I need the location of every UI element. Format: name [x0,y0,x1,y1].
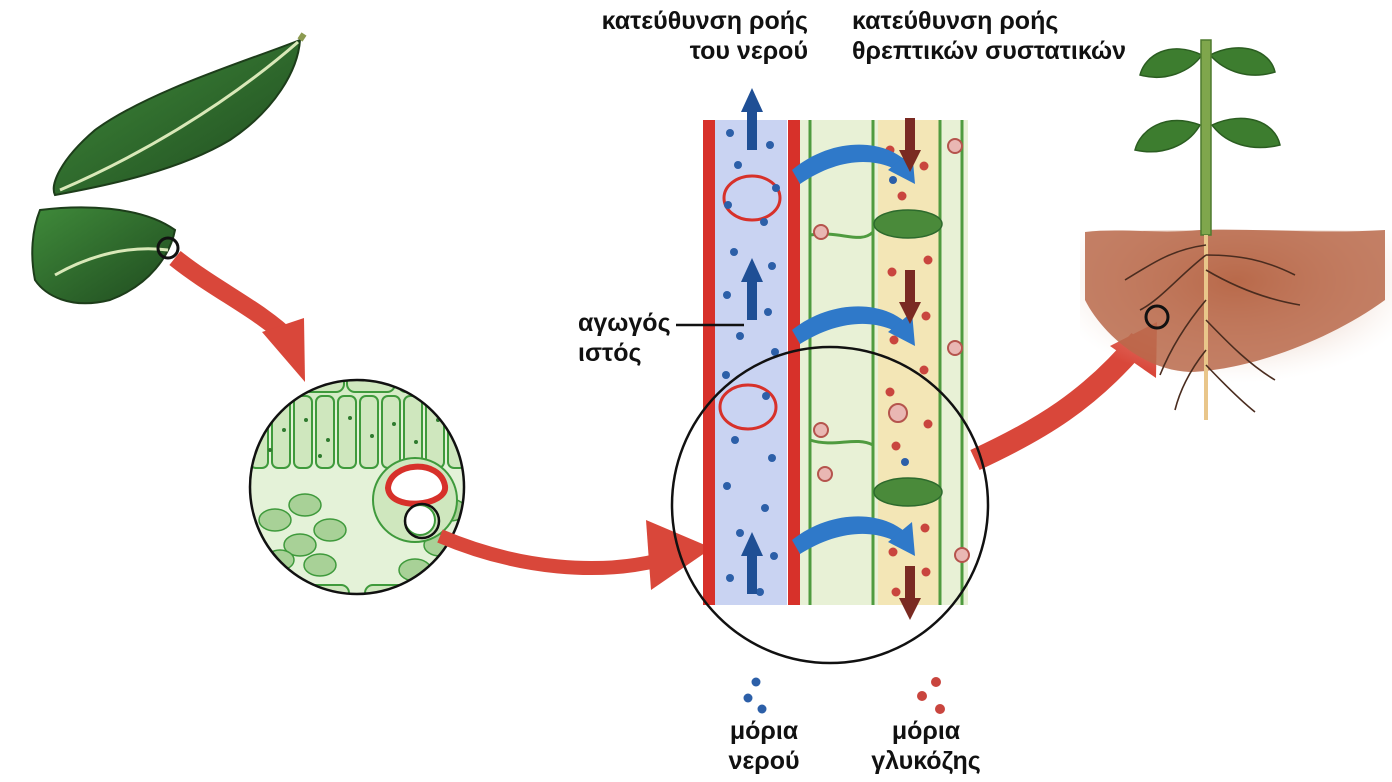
pointer-arrow-leaf [175,258,305,382]
water-flow-label: κατεύθυνση ροής του νερού [564,6,808,66]
vascular-tissue-label: αγωγός ιστός [578,308,678,368]
glucose-molecules-legend: μόρια γλυκόζης [860,668,992,778]
vascular-tissue [703,88,970,620]
nutrient-flow-label-line1: κατεύθυνση ροής [852,6,1152,36]
vascular-tissue-label-line2: ιστός [578,338,678,368]
water-molecules-label-line2: νερού [716,746,812,776]
leaf-cross-section [240,358,497,613]
glucose-molecules-label-line1: μόρια [860,716,992,746]
glucose-molecules-label: μόρια γλυκόζης [860,716,992,776]
water-flow-label-line2: του νερού [564,36,808,66]
plant-with-roots [1080,40,1392,420]
pointer-arrow-section [440,520,712,590]
water-flow-label-line1: κατεύθυνση ροής [564,6,808,36]
leaf-illustration [32,34,304,303]
nutrient-flow-label: κατεύθυνση ροής θρεπτικών συστατικών [852,6,1152,66]
glucose-molecules-label-line2: γλυκόζης [860,746,992,776]
nutrient-flow-label-line2: θρεπτικών συστατικών [852,36,1152,66]
water-molecules-label-line1: μόρια [716,716,812,746]
water-molecules-label: μόρια νερού [716,716,812,776]
vascular-tissue-label-line1: αγωγός [578,308,678,338]
glucose-molecule-dots [906,672,966,716]
water-molecules-legend: μόρια νερού [716,668,812,778]
water-molecule-dots [734,672,794,716]
